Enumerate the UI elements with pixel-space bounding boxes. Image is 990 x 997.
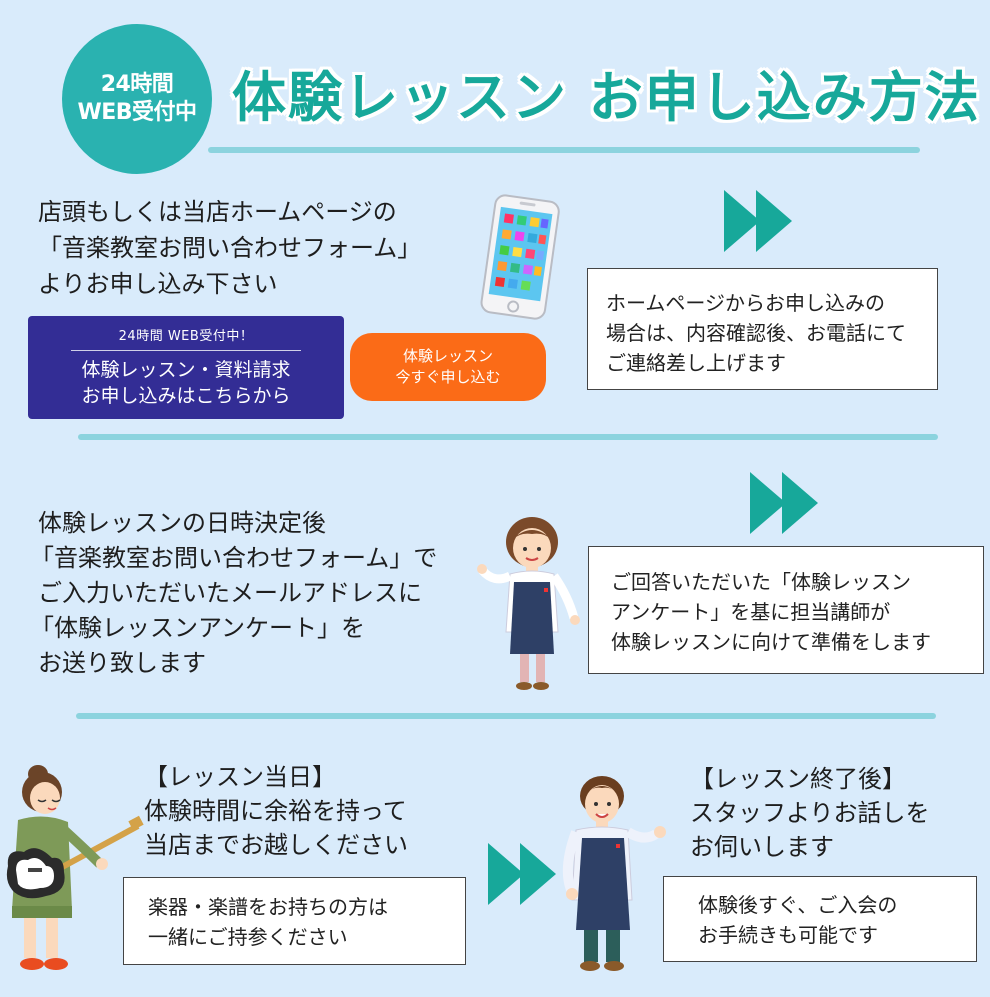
step3-note-box: 楽器・楽譜をお持ちの方は 一緒にご持参ください <box>123 877 466 965</box>
step2-note-line-1: ご回答いただいた「体験レッスン <box>611 570 911 594</box>
staff-man-illustration <box>562 776 666 971</box>
step2-note-line-3: 体験レッスンに向けて準備をします <box>611 630 931 654</box>
badge-line-2: WEB受付中 <box>77 100 197 125</box>
step4-line-2: スタッフよりお話しを <box>690 799 930 827</box>
section-divider-1 <box>78 434 938 440</box>
step4-text: 【レッスン終了後】 スタッフよりお話しを お伺いします <box>690 762 930 864</box>
step1-note-line-2: 場合は、内容確認後、お電話にて <box>606 321 906 345</box>
guitar-woman-illustration <box>6 765 144 970</box>
step4-note-line-2: お手続きも可能です <box>698 923 878 947</box>
badge-line-1: 24時間 <box>100 72 174 97</box>
step4-note-box: 体験後すぐ、ご入会の お手続きも可能です <box>663 876 977 962</box>
step3-note-line-1: 楽器・楽譜をお持ちの方は <box>148 895 388 919</box>
step4-line-1: 【レッスン終了後】 <box>690 765 906 793</box>
step1-note-box: ホームページからお申し込みの 場合は、内容確認後、お電話にて ご連絡差し上げます <box>587 268 938 390</box>
step1-line-3: よりお申し込み下さい <box>38 270 278 298</box>
apply-now-button[interactable]: 体験レッスン 今すぐ申し込む <box>350 333 546 401</box>
step2-text: 体験レッスンの日時決定後 「音楽教室お問い合わせフォーム」で ご入力いただいたメ… <box>30 506 437 681</box>
step1-text: 店頭もしくは当店ホームページの 「音楽教室お問い合わせフォーム」 よりお申し込み… <box>38 196 421 300</box>
step1-line-2: 「音楽教室お問い合わせフォーム」 <box>38 234 422 262</box>
page-title: 体験レッスン お申し込み方法 <box>232 66 981 129</box>
step3-line-3: 当店までお越しください <box>144 831 408 859</box>
step1-note-line-3: ご連絡差し上げます <box>606 351 786 375</box>
web-24h-badge: 24時間 WEB受付中 <box>62 24 212 174</box>
step2-line-1: 体験レッスンの日時決定後 <box>38 509 326 537</box>
step4-line-3: お伺いします <box>690 833 834 861</box>
double-arrow-icon <box>724 190 792 252</box>
step2-note-box: ご回答いただいた「体験レッスン アンケート」を基に担当講師が 体験レッスンに向け… <box>588 546 984 674</box>
apply-now-button-line-1: 体験レッスン <box>402 347 493 365</box>
phone-icon <box>480 194 560 320</box>
web-apply-button[interactable]: 24時間 WEB受付中！ 体験レッスン・資料請求 お申し込みはこちらから <box>28 316 344 419</box>
web-apply-button-line-1: 体験レッスン・資料請求 <box>81 359 291 381</box>
web-apply-button-caption: 24時間 WEB受付中！ <box>118 329 254 344</box>
step1-line-1: 店頭もしくは当店ホームページの <box>38 198 397 226</box>
step2-line-2: 「音楽教室お問い合わせフォーム」で <box>30 544 438 572</box>
step4-note-line-1: 体験後すぐ、ご入会の <box>698 893 898 917</box>
double-arrow-icon <box>750 472 818 534</box>
step2-line-4: 「体験レッスンアンケート」を <box>30 614 366 642</box>
apply-now-button-line-2: 今すぐ申し込む <box>395 368 501 386</box>
staff-woman-illustration <box>477 517 580 690</box>
step2-line-5: お送り致します <box>38 649 206 677</box>
step3-note-line-2: 一緒にご持参ください <box>148 925 348 949</box>
step3-line-2: 体験時間に余裕を持って <box>144 797 407 825</box>
web-apply-button-line-2: お申し込みはこちらから <box>81 385 291 407</box>
title-underline <box>208 147 920 153</box>
step3-line-1: 【レッスン当日】 <box>144 763 336 791</box>
step2-note-line-2: アンケート」を基に担当講師が <box>611 600 891 624</box>
double-arrow-icon <box>488 843 556 905</box>
step2-line-3: ご入力いただいたメールアドレスに <box>38 579 422 607</box>
step3-text: 【レッスン当日】 体験時間に余裕を持って 当店までお越しください <box>144 760 408 862</box>
section-divider-2 <box>76 713 936 719</box>
web-apply-button-divider <box>71 350 301 351</box>
step1-note-line-1: ホームページからお申し込みの <box>606 291 885 315</box>
